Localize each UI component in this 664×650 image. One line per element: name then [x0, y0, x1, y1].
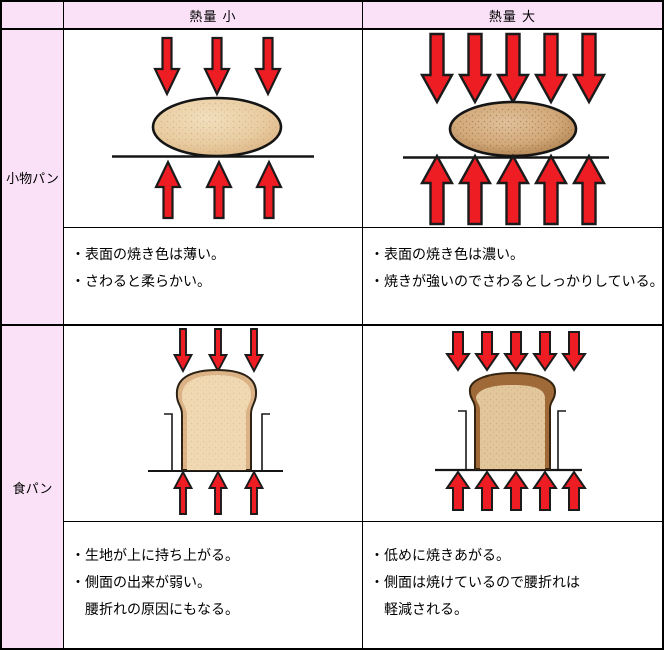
bread-pan-left-wall [164, 413, 173, 470]
tall-loaf-bread-icon [175, 368, 258, 471]
header-heat-large: 熱量 大 [363, 2, 662, 30]
short-loaf-bread-dark-crust-icon [468, 371, 557, 470]
heat-arrows-up-icon [173, 471, 264, 515]
heat-arrows-down-icon [446, 331, 586, 371]
notes-loaf-bread-heat-small: ・生地が上に持ち上がる。 ・側面の出来が弱い。 腰折れの原因にもなる。 [64, 522, 363, 648]
header-corner-cell [2, 2, 64, 30]
illustration-pan-loaf-heat-small [64, 326, 363, 522]
note-line: ・側面は焼けているので腰折れは [370, 575, 580, 591]
row-label-loaf-bread: 食パン [2, 326, 64, 648]
note-line: ・表面の焼き色は薄い。 [71, 247, 225, 263]
bread-pan-right-wall [261, 413, 270, 470]
note-line: ・焼きが強いのでさわるとしっかりしている。 [370, 274, 662, 290]
note-line: ・低めに焼きあがる。 [370, 548, 510, 564]
note-line: 軽減される。 [370, 602, 468, 618]
illustration-oval-bread-heat-small [64, 30, 363, 228]
illustration-pan-loaf-heat-large [363, 326, 662, 522]
heat-arrows-down-icon [173, 328, 264, 372]
notes-loaf-bread-heat-large: ・低めに焼きあがる。 ・側面は焼けているので腰折れは 軽減される。 [363, 522, 662, 648]
heat-arrows-down-icon [153, 36, 282, 96]
note-line: ・側面の出来が弱い。 [71, 575, 211, 591]
notes-small-bread-heat-small: ・表面の焼き色は薄い。 ・さわると柔らかい。 [64, 228, 363, 326]
bread-pan-right-wall [557, 410, 566, 469]
heat-arrows-up-icon [446, 471, 586, 511]
illustration-oval-bread-heat-large [363, 30, 662, 228]
heat-arrows-down-icon [420, 32, 606, 104]
heat-arrows-up-icon [154, 160, 283, 220]
note-line: ・生地が上に持ち上がる。 [71, 548, 239, 564]
notes-small-bread-heat-large: ・表面の焼き色は濃い。 ・焼きが強いのでさわるとしっかりしている。 [363, 228, 662, 326]
note-line: ・さわると柔らかい。 [71, 274, 211, 290]
note-line: 腰折れの原因にもなる。 [71, 602, 239, 618]
oval-bread-dark-icon [448, 100, 578, 158]
header-heat-small: 熱量 小 [64, 2, 363, 30]
bread-pan-left-wall [458, 410, 467, 469]
heat-arrows-up-icon [420, 154, 606, 226]
note-line: ・表面の焼き色は濃い。 [370, 247, 524, 263]
row-label-small-bread: 小物パン [2, 30, 64, 326]
oval-bread-light-icon [151, 96, 283, 158]
